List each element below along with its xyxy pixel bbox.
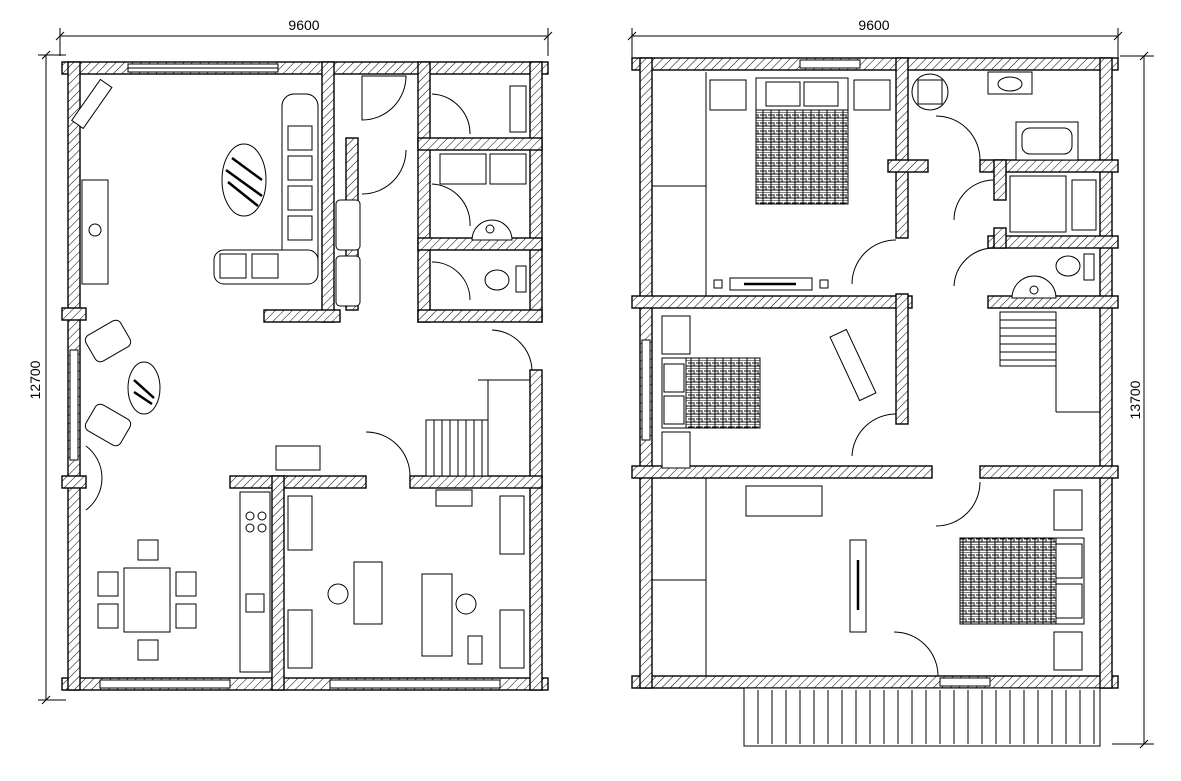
rug-living-room	[221, 143, 267, 217]
sofa	[213, 93, 319, 285]
fireplace	[81, 179, 109, 285]
armchairs	[84, 319, 161, 447]
upper-floor-doors	[851, 115, 995, 677]
ground-floor-width-label: 9600	[288, 17, 319, 33]
office-furniture	[287, 489, 525, 669]
upper-floor-width-dimension: 9600	[627, 17, 1123, 62]
kitchen-counter	[239, 445, 321, 673]
upper-floor-plan: 9600 13700	[627, 17, 1154, 749]
upper-floor-height-label: 13700	[1127, 380, 1143, 419]
ground-floor-height-dimension: 12700	[27, 50, 66, 705]
ground-floor-bathroom	[335, 85, 527, 307]
ground-floor-doors	[85, 75, 533, 511]
balcony	[743, 687, 1101, 747]
upper-floor-stairs	[999, 311, 1100, 413]
ground-floor-stairs	[425, 379, 530, 477]
tv-stand	[71, 78, 113, 130]
upper-floor-windows	[641, 59, 991, 687]
ground-floor-plan: 9600 12700	[27, 17, 553, 705]
upper-floor-width-label: 9600	[858, 17, 889, 33]
dining-table	[97, 539, 197, 661]
ground-floor-windows	[69, 63, 501, 689]
ground-floor-height-label: 12700	[27, 360, 43, 399]
ground-floor-width-dimension: 9600	[55, 17, 553, 56]
upper-floor-walls	[631, 57, 1119, 689]
bedroom-top	[652, 72, 891, 296]
bedroom-bottom	[652, 478, 1085, 676]
bedroom-middle	[661, 315, 877, 469]
upper-floor-height-dimension: 13700	[1112, 51, 1154, 749]
upper-floor-bathroom	[911, 71, 1097, 299]
